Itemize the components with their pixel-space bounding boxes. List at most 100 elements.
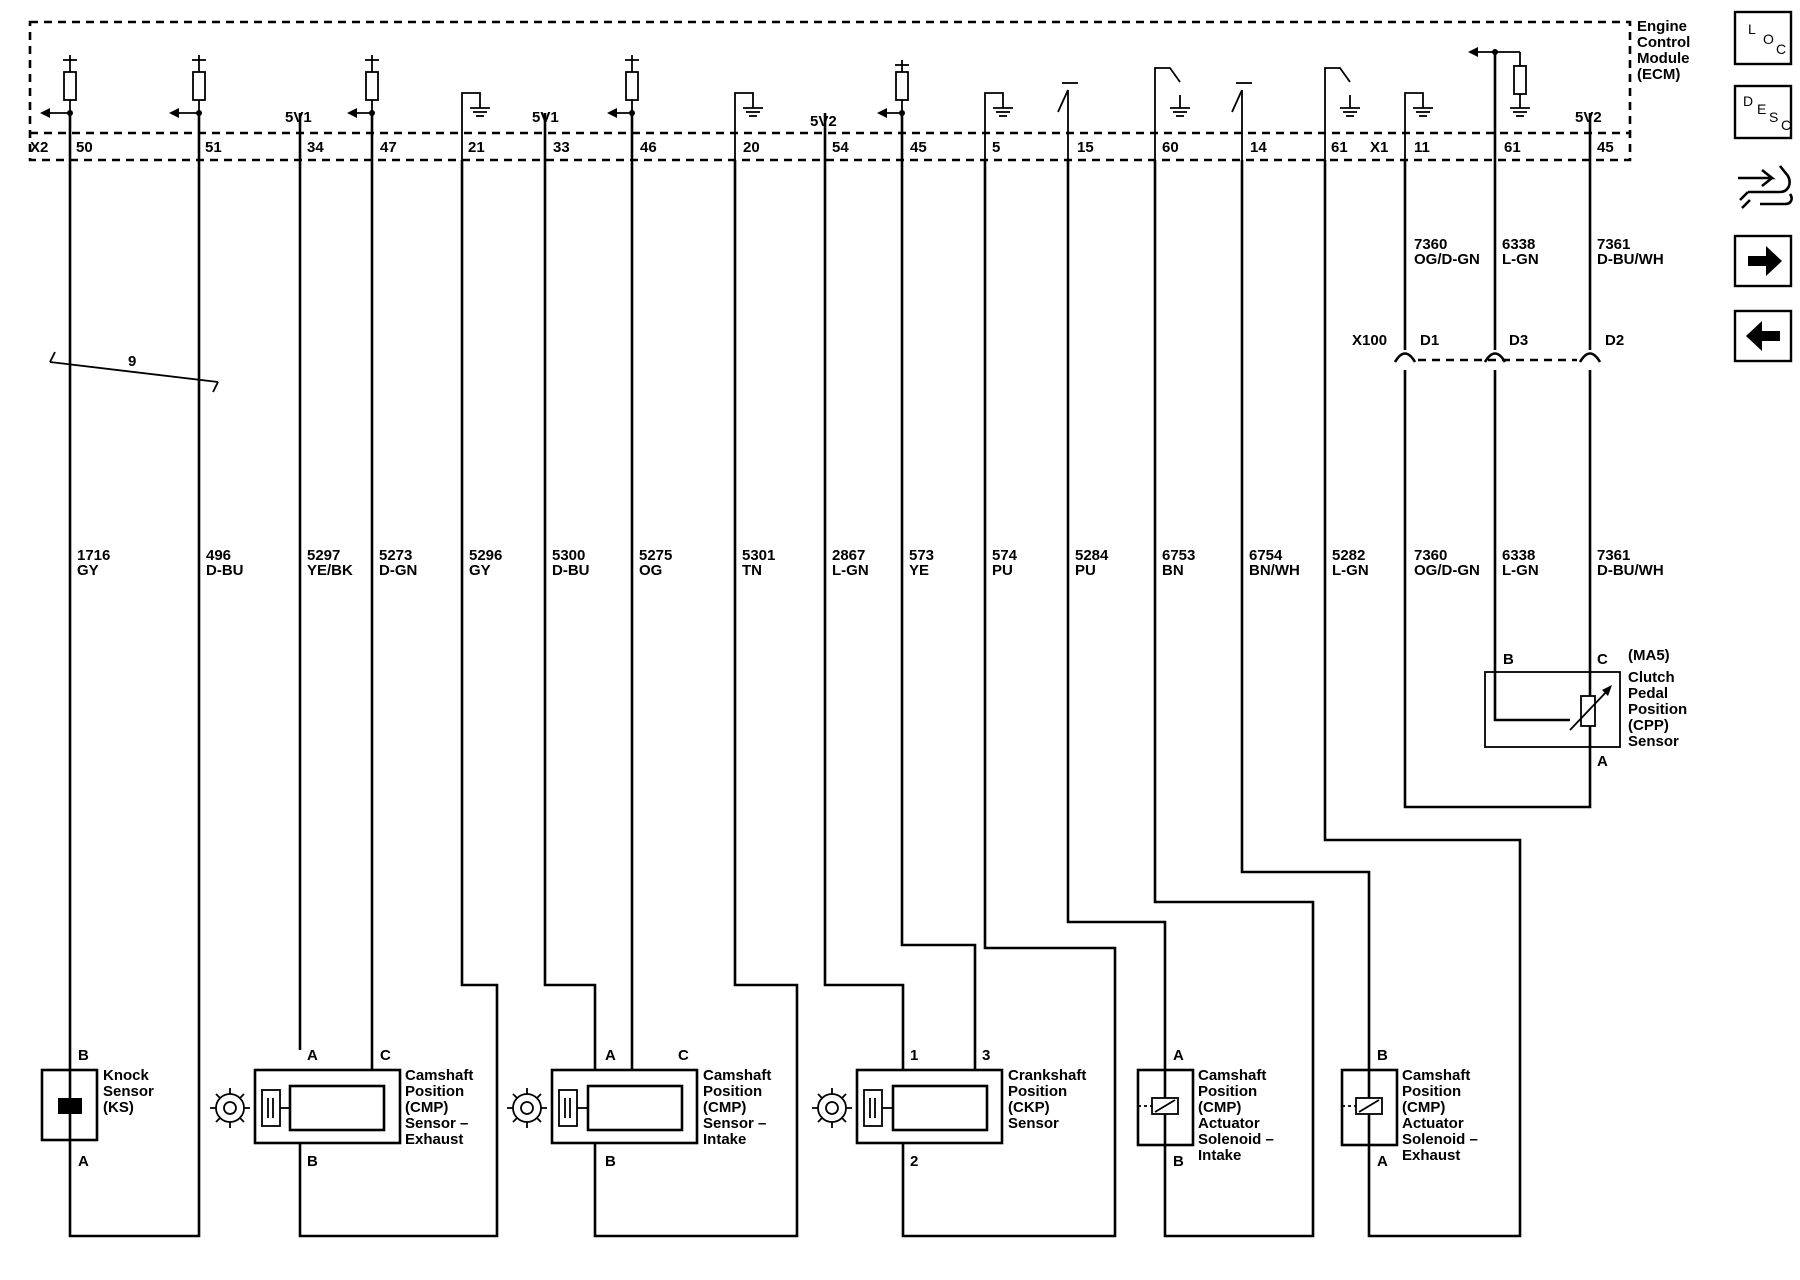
- svg-text:A: A: [1377, 1153, 1388, 1170]
- svg-text:45: 45: [910, 139, 927, 156]
- svg-text:B: B: [605, 1153, 616, 1170]
- svg-text:Camshaft: Camshaft: [1198, 1067, 1266, 1084]
- svg-text:(CKP): (CKP): [1008, 1099, 1050, 1116]
- svg-text:5300: 5300: [552, 547, 585, 564]
- svg-text:BN: BN: [1162, 562, 1184, 579]
- svg-text:Solenoid –: Solenoid –: [1402, 1131, 1478, 1148]
- svg-text:Intake: Intake: [1198, 1147, 1241, 1164]
- svg-text:7361: 7361: [1597, 547, 1630, 564]
- svg-text:Actuator: Actuator: [1198, 1115, 1260, 1132]
- svg-text:(CMP): (CMP): [703, 1099, 746, 1116]
- svg-text:6338: 6338: [1502, 236, 1535, 253]
- svg-text:(CMP): (CMP): [405, 1099, 448, 1116]
- svg-text:6338: 6338: [1502, 547, 1535, 564]
- svg-text:21: 21: [468, 139, 485, 156]
- svg-text:5275: 5275: [639, 547, 672, 564]
- ref-5v2-b: 5V2: [1575, 109, 1602, 126]
- svg-text:Intake: Intake: [703, 1131, 746, 1148]
- svg-text:D-BU/WH: D-BU/WH: [1597, 562, 1664, 579]
- svg-text:574: 574: [992, 547, 1018, 564]
- svg-text:Sensor: Sensor: [1628, 733, 1679, 750]
- svg-text:A: A: [78, 1153, 89, 1170]
- svg-text:45: 45: [1597, 139, 1614, 156]
- connector-x1-label: X1: [1370, 139, 1388, 156]
- svg-text:B: B: [1503, 651, 1514, 668]
- svg-text:C: C: [1597, 651, 1608, 668]
- svg-text:Exhaust: Exhaust: [405, 1131, 463, 1148]
- svg-text:B: B: [1377, 1047, 1388, 1064]
- svg-text:Sensor: Sensor: [1008, 1115, 1059, 1132]
- svg-text:5: 5: [992, 139, 1000, 156]
- svg-text:496: 496: [206, 547, 231, 564]
- svg-text:(MA5): (MA5): [1628, 647, 1670, 664]
- next-button[interactable]: [1733, 234, 1793, 288]
- connector-x100: X100 D1 D3 D2: [1352, 332, 1624, 363]
- svg-text:Sensor: Sensor: [103, 1083, 154, 1100]
- svg-text:3: 3: [982, 1047, 990, 1064]
- ecm-title: Engine Control Module (ECM): [1637, 18, 1690, 83]
- ref-5v1-a: 5V1: [285, 109, 312, 126]
- svg-text:YE/BK: YE/BK: [307, 562, 353, 579]
- ecm-pin-numbers: 50 51 34 47 21 33 46 20 54 45 5 15 60 14…: [76, 139, 1614, 156]
- cmp-solenoid-exhaust: B A Camshaft Position (CMP) Actuator Sol…: [1340, 1047, 1478, 1170]
- svg-text:(CMP): (CMP): [1402, 1099, 1445, 1116]
- ckp-sensor: 1 3 2 Crankshaft Position (CKP) Sensor: [855, 1047, 1086, 1170]
- svg-text:Control: Control: [1637, 34, 1690, 51]
- svg-text:1: 1: [910, 1047, 918, 1064]
- ref-5v2-a: 5V2: [810, 113, 837, 130]
- svg-text:7360: 7360: [1414, 236, 1447, 253]
- cmp-sensor-exhaust: A C B Camshaft Position (CMP) Sensor – E…: [253, 1047, 473, 1170]
- svg-text:B: B: [78, 1047, 89, 1064]
- svg-text:5301: 5301: [742, 547, 775, 564]
- svg-text:A: A: [605, 1047, 616, 1064]
- svg-text:PU: PU: [1075, 562, 1096, 579]
- twisted-pair-marker: 9: [49, 351, 219, 393]
- svg-text:61: 61: [1504, 139, 1521, 156]
- svg-text:L-GN: L-GN: [1332, 562, 1369, 579]
- svg-text:Solenoid –: Solenoid –: [1198, 1131, 1274, 1148]
- svg-text:Crankshaft: Crankshaft: [1008, 1067, 1086, 1084]
- svg-text:L-GN: L-GN: [1502, 562, 1539, 579]
- svg-text:GY: GY: [77, 562, 99, 579]
- svg-text:Sensor –: Sensor –: [703, 1115, 766, 1132]
- svg-text:L-GN: L-GN: [832, 562, 869, 579]
- svg-text:D2: D2: [1605, 332, 1624, 349]
- svg-text:60: 60: [1162, 139, 1179, 156]
- svg-text:A: A: [307, 1047, 318, 1064]
- arrow-right-icon: [1748, 246, 1782, 276]
- prev-button[interactable]: [1733, 309, 1793, 363]
- svg-text:1716: 1716: [77, 547, 110, 564]
- gear-icon: [210, 1088, 250, 1128]
- svg-text:OG: OG: [639, 562, 662, 579]
- svg-text:D-GN: D-GN: [379, 562, 417, 579]
- svg-text:YE: YE: [909, 562, 929, 579]
- gear-icon: [507, 1088, 547, 1128]
- svg-text:7360: 7360: [1414, 547, 1447, 564]
- svg-text:D-BU: D-BU: [206, 562, 244, 579]
- svg-text:Clutch: Clutch: [1628, 669, 1675, 686]
- svg-text:Position: Position: [1628, 701, 1687, 718]
- svg-text:46: 46: [640, 139, 657, 156]
- svg-text:Engine: Engine: [1637, 18, 1687, 35]
- svg-text:54: 54: [832, 139, 849, 156]
- circuit-wires: [68, 52, 1592, 1238]
- svg-text:Module: Module: [1637, 50, 1690, 67]
- harness-icon[interactable]: [1738, 165, 1793, 209]
- connector-x2-label: X2: [30, 139, 48, 156]
- svg-text:(CPP): (CPP): [1628, 717, 1669, 734]
- svg-text:(CMP): (CMP): [1198, 1099, 1241, 1116]
- gear-icon: [812, 1088, 852, 1128]
- svg-text:D3: D3: [1509, 332, 1528, 349]
- svg-text:B: B: [1173, 1153, 1184, 1170]
- cmp-solenoid-intake: A B Camshaft Position (CMP) Actuator Sol…: [1136, 1047, 1274, 1170]
- svg-text:9: 9: [128, 353, 136, 370]
- svg-text:Position: Position: [1198, 1083, 1257, 1100]
- svg-text:33: 33: [553, 139, 570, 156]
- loc-button[interactable]: L O C: [1733, 10, 1793, 66]
- svg-text:Knock: Knock: [103, 1067, 150, 1084]
- desc-button[interactable]: D E S C: [1733, 84, 1793, 140]
- svg-text:(ECM): (ECM): [1637, 66, 1680, 83]
- svg-text:14: 14: [1250, 139, 1267, 156]
- svg-text:6753: 6753: [1162, 547, 1195, 564]
